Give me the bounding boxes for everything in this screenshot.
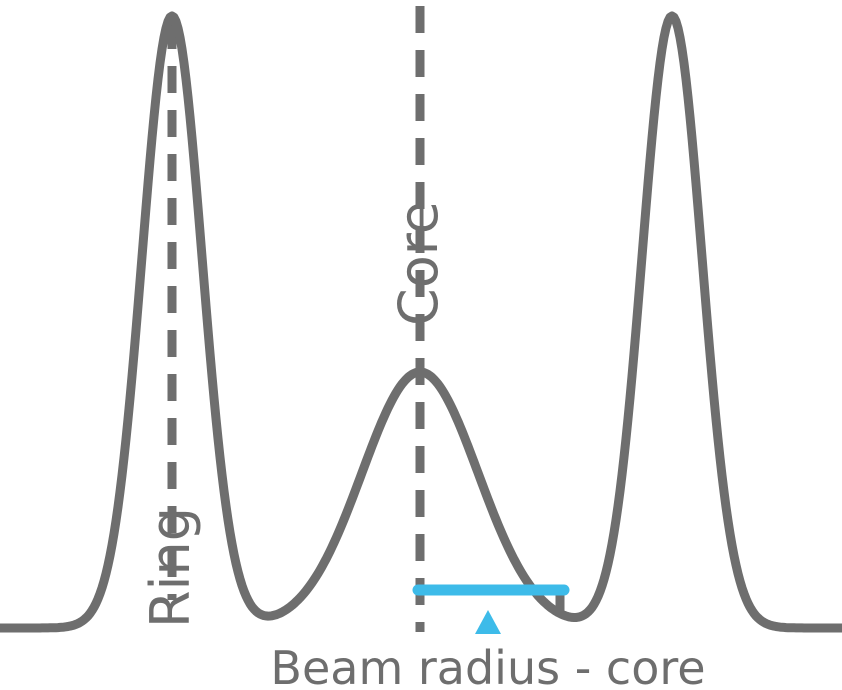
ring-label: Ring (139, 507, 202, 628)
intensity-profile-curve (0, 11, 842, 633)
core-label: Core (387, 201, 450, 326)
beam-radius-label: Beam radius - core (270, 641, 705, 690)
radius-marker-triangle (475, 610, 501, 634)
